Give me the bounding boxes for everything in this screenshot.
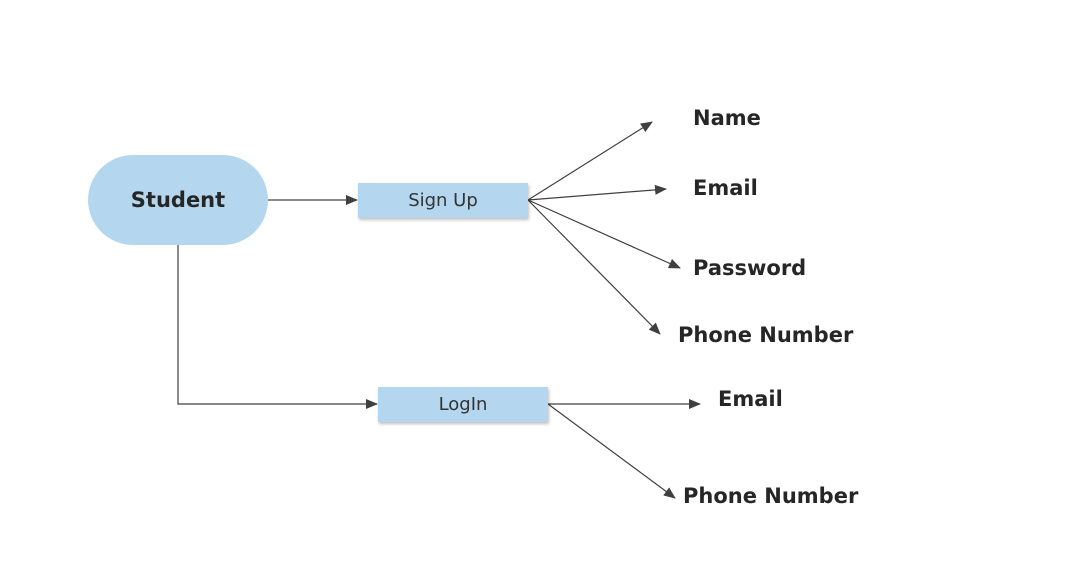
login-node: LogIn bbox=[378, 387, 548, 422]
arrow-signup-to-password bbox=[527, 199, 681, 269]
student-node-label: Student bbox=[130, 188, 226, 212]
login-node-label: LogIn bbox=[438, 394, 488, 415]
login-field-email: Email bbox=[718, 387, 783, 411]
signup-field-phone-number: Phone Number bbox=[678, 323, 854, 347]
signup-field-name: Name bbox=[693, 106, 761, 130]
arrow-signup-to-email bbox=[527, 184, 667, 201]
signup-field-password: Password bbox=[693, 256, 807, 280]
student-node: Student bbox=[88, 155, 268, 245]
signup-node: Sign Up bbox=[358, 183, 528, 218]
arrow-login-to-phone bbox=[547, 403, 676, 499]
arrow-signup-to-phone bbox=[527, 199, 661, 335]
signup-field-email: Email bbox=[693, 176, 758, 200]
arrow-student-to-login bbox=[177, 245, 378, 409]
arrow-signup-to-name bbox=[527, 121, 653, 201]
signup-node-label: Sign Up bbox=[408, 190, 478, 211]
login-field-phone-number: Phone Number bbox=[683, 484, 859, 508]
